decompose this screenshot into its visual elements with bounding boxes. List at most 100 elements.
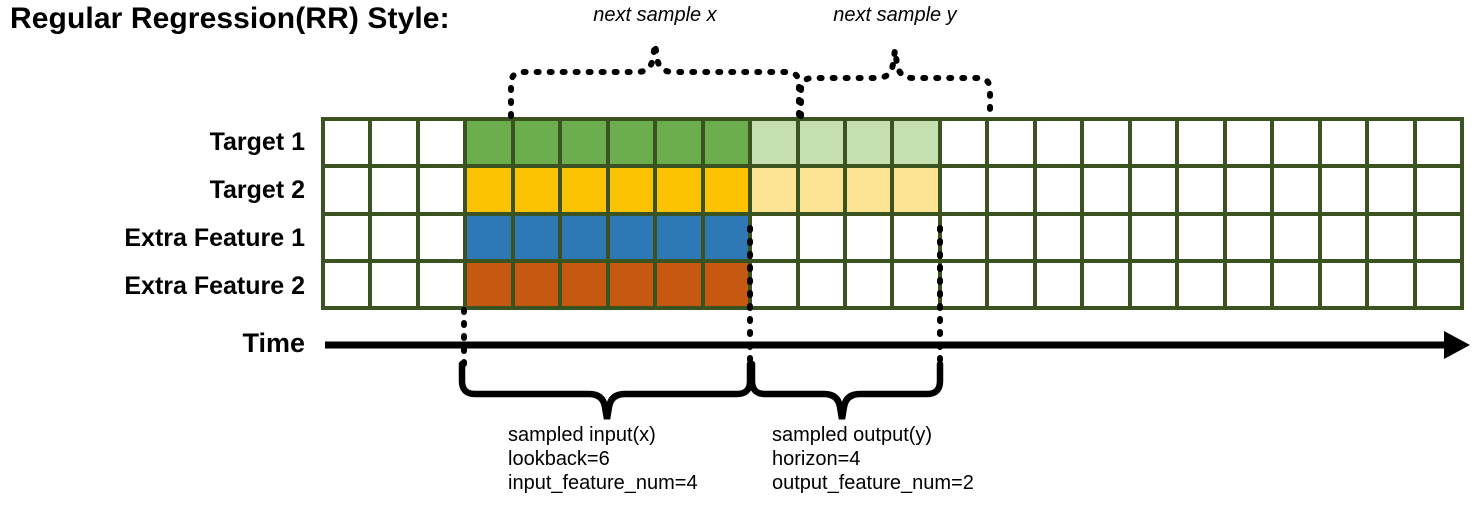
- grid-cell-r3-c4: [467, 215, 511, 259]
- caption-input-line-3: input_feature_num=4: [508, 472, 698, 494]
- grid-cell-r4-c24: [1416, 262, 1460, 306]
- grid-cell-r4-c2: [372, 262, 416, 306]
- grid-cell-r4-c12: [847, 262, 891, 306]
- grid-cell-r1-c17: [1084, 121, 1128, 165]
- annotation-next-sample-x: next sample x: [593, 4, 717, 26]
- grid-cell-r3-c17: [1084, 215, 1128, 259]
- grid-cell-r2-c3: [419, 168, 464, 212]
- grid-cell-r4-c17: [1084, 262, 1128, 306]
- grid-cell-r2-c23: [1369, 168, 1413, 212]
- page-title: Regular Regression(RR) Style:: [10, 2, 450, 35]
- grid-cell-r1-c13: [894, 121, 938, 165]
- grid-cell-r3-c6: [562, 215, 606, 259]
- annotation-next-sample-y: next sample y: [833, 4, 957, 26]
- grid-cell-r1-c7: [609, 121, 654, 165]
- grid-cell-r1-c10: [752, 121, 796, 165]
- grid-cell-r1-c3: [419, 121, 464, 165]
- caption-input-line-1: sampled input(x): [508, 424, 656, 446]
- grid-cell-r2-c1: [325, 168, 369, 212]
- grid-cell-r3-c7: [609, 215, 654, 259]
- grid-cell-r3-c15: [989, 215, 1033, 259]
- dotted-brace-next-sample-x: [508, 43, 802, 119]
- grid-cell-r1-c12: [847, 121, 891, 165]
- grid-cell-r2-c17: [1084, 168, 1128, 212]
- grid-cell-r2-c14: [941, 168, 986, 212]
- grid-cell-r3-c9: [704, 215, 749, 259]
- grid-cell-r4-c4: [467, 262, 511, 306]
- grid-cell-r1-c4: [467, 121, 511, 165]
- grid-cell-r2-c2: [372, 168, 416, 212]
- grid-cell-r3-c20: [1226, 215, 1271, 259]
- grid-cell-r2-c18: [1131, 168, 1176, 212]
- grid-cell-r3-c21: [1274, 215, 1318, 259]
- grid-cell-r1-c8: [657, 121, 701, 165]
- grid-cell-r2-c9: [704, 168, 749, 212]
- grid-cell-r3-c19: [1179, 215, 1223, 259]
- grid-cell-r2-c6: [562, 168, 606, 212]
- grid-cell-r4-c22: [1321, 262, 1366, 306]
- grid-cell-r4-c3: [419, 262, 464, 306]
- grid-cell-r2-c16: [1036, 168, 1081, 212]
- time-axis-label: Time: [242, 328, 305, 358]
- row-label-target-2: Target 2: [209, 176, 305, 204]
- grid-cell-r1-c23: [1369, 121, 1413, 165]
- grid-cell-r3-c13: [894, 215, 938, 259]
- caption-output-line-2: horizon=4: [772, 448, 861, 470]
- solid-brace-sampled-input: [458, 360, 754, 420]
- grid-cell-r2-c11: [799, 168, 844, 212]
- grid-cell-r2-c10: [752, 168, 796, 212]
- grid-cell-r1-c22: [1321, 121, 1366, 165]
- grid-cell-r4-c23: [1369, 262, 1413, 306]
- timeline-grid: [321, 117, 1464, 310]
- grid-cell-r4-c10: [752, 262, 796, 306]
- solid-brace-sampled-output: [748, 360, 944, 420]
- grid-cell-r1-c19: [1179, 121, 1223, 165]
- grid-cell-r4-c13: [894, 262, 938, 306]
- grid-cell-r2-c12: [847, 168, 891, 212]
- grid-cell-r4-c15: [989, 262, 1033, 306]
- grid-cell-r2-c5: [514, 168, 559, 212]
- grid-cell-r3-c3: [419, 215, 464, 259]
- grid-cell-r3-c16: [1036, 215, 1081, 259]
- grid-cell-r1-c6: [562, 121, 606, 165]
- grid-cell-r1-c24: [1416, 121, 1460, 165]
- grid-cell-r2-c7: [609, 168, 654, 212]
- grid-cell-r3-c24: [1416, 215, 1460, 259]
- row-label-target-1: Target 1: [209, 128, 305, 156]
- grid-cell-r4-c21: [1274, 262, 1318, 306]
- grid-cell-r4-c16: [1036, 262, 1081, 306]
- grid-cell-r1-c14: [941, 121, 986, 165]
- grid-cell-r3-c5: [514, 215, 559, 259]
- grid-cell-r2-c22: [1321, 168, 1366, 212]
- dotted-brace-next-sample-y: [798, 49, 993, 119]
- grid-cell-r1-c1: [325, 121, 369, 165]
- time-axis-arrow-icon: [1444, 331, 1470, 359]
- grid-cell-r2-c21: [1274, 168, 1318, 212]
- grid-cell-r3-c2: [372, 215, 416, 259]
- grid-cell-r4-c18: [1131, 262, 1176, 306]
- grid-cell-r1-c21: [1274, 121, 1318, 165]
- grid-cell-r1-c9: [704, 121, 749, 165]
- grid-cell-r2-c19: [1179, 168, 1223, 212]
- grid-cell-r2-c24: [1416, 168, 1460, 212]
- grid-cell-r1-c20: [1226, 121, 1271, 165]
- grid-cell-r4-c5: [514, 262, 559, 306]
- grid-cell-r1-c11: [799, 121, 844, 165]
- grid-cell-r3-c11: [799, 215, 844, 259]
- grid-cell-r4-c6: [562, 262, 606, 306]
- grid-cell-r2-c15: [989, 168, 1033, 212]
- grid-cell-r3-c8: [657, 215, 701, 259]
- row-label-extra-feature-2: Extra Feature 2: [124, 272, 305, 300]
- grid-cell-r3-c14: [941, 215, 986, 259]
- grid-cell-r4-c11: [799, 262, 844, 306]
- grid-cell-r2-c4: [467, 168, 511, 212]
- grid-cell-r3-c10: [752, 215, 796, 259]
- grid-cell-r3-c22: [1321, 215, 1366, 259]
- grid-cell-r4-c7: [609, 262, 654, 306]
- grid-cell-r4-c20: [1226, 262, 1271, 306]
- grid-cell-r3-c12: [847, 215, 891, 259]
- grid-cell-r1-c5: [514, 121, 559, 165]
- grid-cell-r3-c18: [1131, 215, 1176, 259]
- grid-cell-r2-c20: [1226, 168, 1271, 212]
